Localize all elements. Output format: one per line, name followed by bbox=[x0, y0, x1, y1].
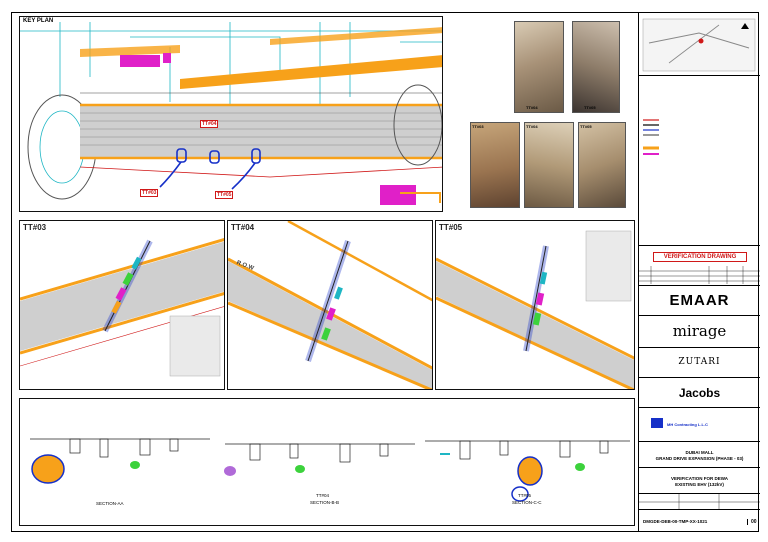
drawing-number-row: DMGDE-DEB-00-TMP-XX-1021 00 bbox=[639, 509, 760, 531]
client-row: EMAAR bbox=[639, 285, 760, 315]
photo-label: TT#04 bbox=[526, 105, 538, 110]
drawing-sheet: KEY PLAN TT#04 TT#03 TT#05 TT#04 TT#05 T… bbox=[11, 12, 760, 532]
drawing-subtitle: EXISTING EHV (132kV) bbox=[675, 482, 724, 487]
photo-label: TT#05 bbox=[580, 124, 592, 129]
site-photo bbox=[524, 122, 574, 208]
status-stamp: VERIFICATION DRAWING bbox=[653, 252, 747, 262]
profile-caption: TT#05 bbox=[518, 493, 532, 498]
key-plan-map bbox=[20, 17, 442, 211]
profile-caption: SECTION-B-B bbox=[310, 500, 340, 505]
key-plan-tag: TT#03 bbox=[140, 189, 159, 197]
consultant-logo: ZUTARI bbox=[678, 357, 721, 367]
contractor-logo-mark bbox=[651, 418, 663, 428]
key-plan-tag: TT#04 bbox=[200, 120, 219, 128]
client-logo: EMAAR bbox=[669, 292, 730, 309]
consultant-row: ZUTARI bbox=[639, 347, 760, 377]
profile-caption: SECTION-AA bbox=[96, 501, 124, 506]
revision-table bbox=[639, 266, 760, 284]
title-block: VERIFICATION DRAWING EMAAR mirage ZUTARI… bbox=[638, 13, 760, 531]
detail-panel-tt03: TT#03 bbox=[19, 220, 225, 390]
project-phase: GRAND DRIVE EXPANSION (PHASE - 03) bbox=[655, 456, 744, 461]
key-plan-tag: TT#05 bbox=[215, 191, 234, 199]
drawing-number: DMGDE-DEB-00-TMP-XX-1021 bbox=[643, 519, 708, 524]
designer-logo: Jacobs bbox=[678, 386, 721, 400]
contractor-row: MH Contracting L.L.C bbox=[639, 407, 760, 441]
site-photos: TT#04 TT#05 TT#03 TT#04 TT#05 bbox=[448, 16, 634, 212]
designer-row: Jacobs bbox=[639, 377, 760, 407]
key-plan-panel: KEY PLAN TT#04 TT#03 TT#05 bbox=[19, 16, 443, 212]
drawing-title-row: VERIFICATION FOR DEWA EXISTING EHV (132k… bbox=[639, 467, 760, 493]
meta-grid bbox=[639, 494, 760, 510]
detail-plan-drawing bbox=[436, 230, 634, 389]
location-map-image bbox=[642, 18, 756, 72]
site-photo bbox=[470, 122, 520, 208]
key-plan-title: KEY PLAN bbox=[23, 18, 54, 24]
location-map bbox=[639, 13, 760, 75]
detail-panel-tt05: TT#05 bbox=[435, 220, 635, 390]
profile-sections-panel: SECTION-AA TT#04 SECTION-B-B TT#05 SECTI… bbox=[19, 398, 635, 526]
detail-plan-drawing bbox=[20, 238, 224, 377]
notes-legend bbox=[639, 75, 760, 245]
section-tag: TT#03 bbox=[23, 223, 47, 232]
legend-symbols bbox=[643, 119, 659, 155]
status-row: VERIFICATION DRAWING bbox=[639, 245, 760, 285]
site-photo bbox=[514, 21, 564, 113]
drawing-meta-row bbox=[639, 493, 760, 510]
photo-label: TT#04 bbox=[526, 124, 538, 129]
pmc-logo: mirage bbox=[672, 322, 727, 340]
pmc-row: mirage bbox=[639, 315, 760, 347]
project-row: DUBAI MALL GRAND DRIVE EXPANSION (PHASE … bbox=[639, 441, 760, 467]
detail-plan-drawing bbox=[228, 221, 432, 389]
contractor-name: MH Contracting L.L.C bbox=[667, 422, 708, 427]
site-photo bbox=[578, 122, 626, 208]
profile-caption: TT#04 bbox=[316, 493, 330, 498]
section-tag: TT#05 bbox=[439, 223, 463, 232]
profile-drawing bbox=[30, 438, 630, 502]
site-photo bbox=[572, 21, 620, 113]
drawing-title: VERIFICATION FOR DEWA bbox=[671, 476, 728, 481]
detail-panel-tt04: TT#04 R.O.W bbox=[227, 220, 433, 390]
sheet-number: 00 bbox=[747, 519, 757, 525]
photo-label: TT#03 bbox=[472, 124, 484, 129]
project-name: DUBAI MALL bbox=[685, 450, 714, 455]
photo-label: TT#05 bbox=[584, 105, 596, 110]
section-tag: TT#04 bbox=[231, 223, 255, 232]
profile-caption: SECTION-C-C bbox=[512, 500, 542, 505]
